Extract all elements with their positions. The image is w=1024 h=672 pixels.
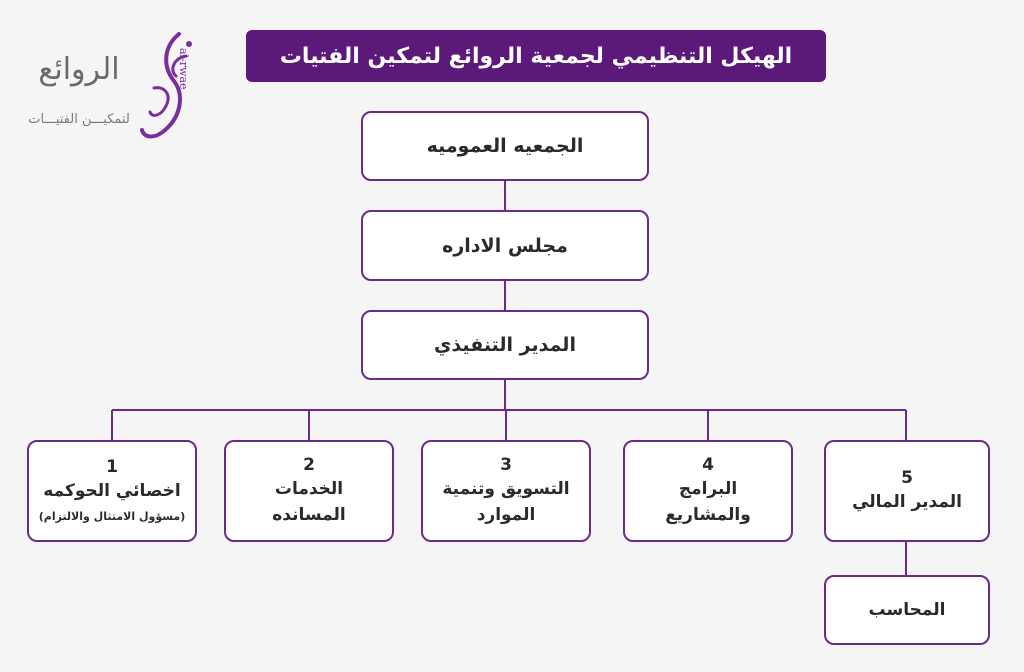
department-label: المدير المالي (852, 492, 962, 512)
department-label: البرامج والمشاريع (665, 479, 751, 525)
department-number: 3 (500, 455, 512, 475)
logo-name: الروائع (38, 52, 120, 87)
department-number: 5 (901, 468, 913, 488)
department-number: 4 (702, 455, 714, 475)
department-sublabel: (مسؤول الامتثال والالتزام) (38, 510, 186, 523)
page-title-text: الهيكل التنظيمي لجمعية الروائع لتمكين ال… (279, 43, 793, 69)
executive-director-label: المدير التنفيذي (434, 334, 576, 356)
logo-tagline: لتمكيـــن الفتيـــات (28, 112, 130, 127)
general-assembly-label: الجمعيه العموميه (426, 135, 584, 157)
board-label: مجلس الاداره (442, 234, 568, 257)
department-number: 1 (106, 457, 118, 477)
department-label: اخصائي الحوكمه (43, 481, 181, 501)
executive-director-box: المدير التنفيذي (361, 310, 649, 380)
page-title: الهيكل التنظيمي لجمعية الروائع لتمكين ال… (246, 30, 826, 82)
logo-calligraphy-icon (140, 32, 192, 139)
department-box-marketing: 3 التسويق وتنمية الموارد (421, 440, 591, 542)
department-label: الخدمات المسانده (272, 479, 346, 525)
department-box-finance: 5 المدير المالي (824, 440, 990, 542)
board-box: مجلس الاداره (361, 210, 649, 281)
department-box-programs: 4 البرامج والمشاريع (623, 440, 793, 542)
department-label: التسويق وتنمية الموارد (442, 479, 570, 525)
general-assembly-box: الجمعيه العموميه (361, 111, 649, 181)
department-box-governance: 1 اخصائي الحوكمه (مسؤول الامتثال والالتز… (27, 440, 197, 542)
accountant-box: المحاسب (824, 575, 990, 645)
department-number: 2 (303, 455, 315, 475)
department-box-support-services: 2 الخدمات المسانده (224, 440, 394, 542)
accountant-label: المحاسب (868, 600, 946, 620)
